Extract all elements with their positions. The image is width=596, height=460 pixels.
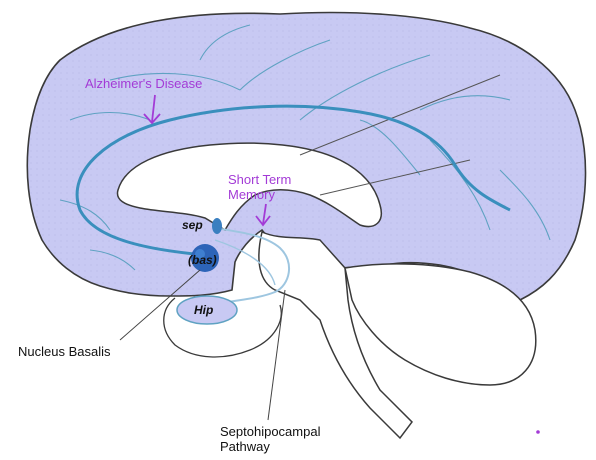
stray-dot [536,430,540,434]
sep-label: sep [182,218,203,232]
septohippocampal-leader [268,290,285,420]
bas-label: (bas) [188,253,217,267]
short-term-memory-label: Short Term Memory [228,172,308,202]
nucleus-basalis-label: Nucleus Basalis [18,344,111,359]
alzheimers-label: Alzheimer's Disease [85,76,202,91]
septum-node [212,218,222,234]
hip-label: Hip [194,303,213,317]
septohippocampal-label: Septohipocampal Pathway [220,424,340,454]
